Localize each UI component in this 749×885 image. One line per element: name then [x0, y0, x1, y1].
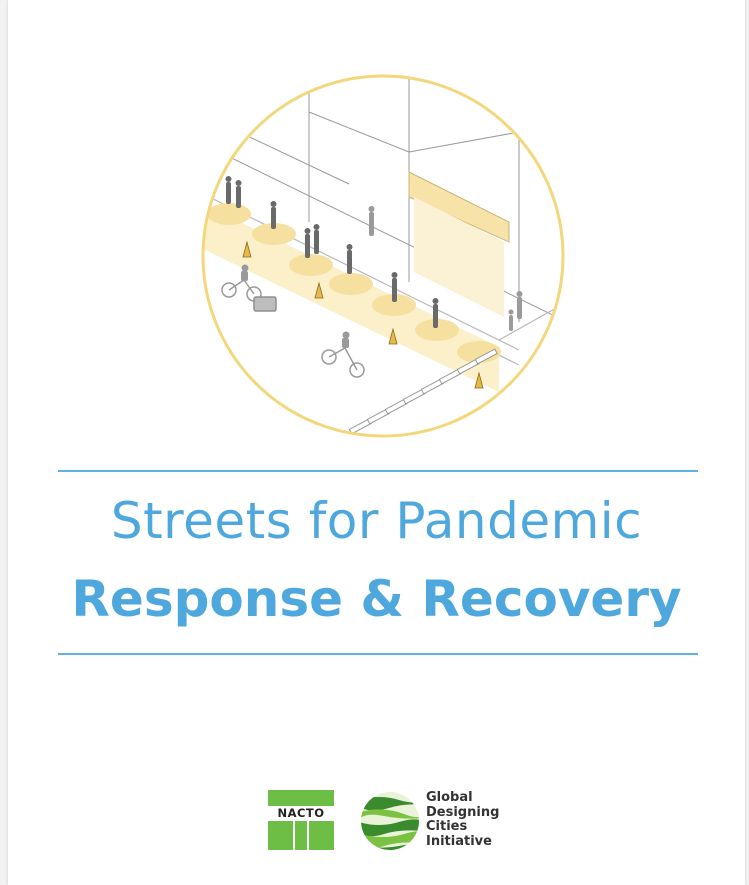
nacto-logo: NACTO [268, 790, 334, 850]
cyclists [221, 279, 365, 378]
gdci-logo-text: Global Designing Cities Initiative [426, 790, 546, 849]
gdci-line: Designing [426, 804, 500, 820]
crosswalk [348, 348, 498, 435]
cover-title-line2: Response & Recovery [71, 570, 682, 628]
illustration-circle-border [201, 74, 565, 438]
title-rule-bottom [58, 653, 698, 655]
nacto-logo-text: NACTO [277, 806, 325, 820]
cover-title-line1: Streets for Pandemic [110, 492, 643, 550]
traffic-cones [242, 240, 484, 389]
gdci-globe-icon [361, 792, 419, 850]
title-rule-top [58, 470, 698, 472]
gdci-line: Global [426, 790, 473, 805]
street-illustration [201, 74, 565, 438]
gdci-line: Cities [426, 819, 468, 834]
report-cover-page: Streets for Pandemic Response & Recovery… [8, 0, 745, 885]
awning [408, 171, 510, 317]
gdci-line: Initiative [426, 833, 492, 849]
distancing-circles [207, 203, 501, 363]
pedestrians [225, 176, 523, 331]
